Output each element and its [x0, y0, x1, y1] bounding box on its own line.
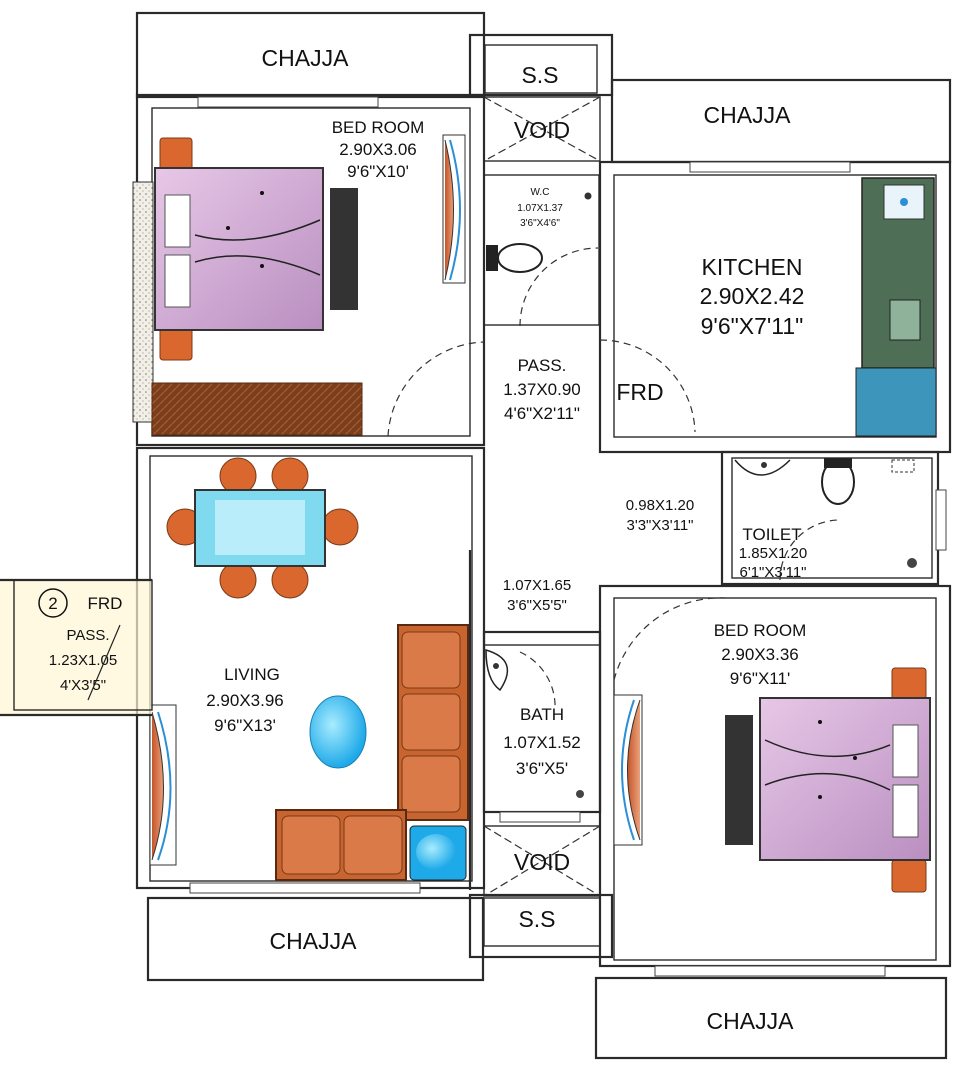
wc-size-ft: 3'6"X4'6": [520, 218, 560, 229]
bedroom-2-label: BED ROOM: [714, 621, 807, 640]
entry: 2 FRD PASS. 1.23X1.05 4'X3'5": [0, 578, 153, 717]
bed-1: [154, 137, 324, 361]
living-size-ft: 9'6"X13': [214, 716, 276, 735]
entry-number-badge: [38, 588, 68, 618]
kitchen-platform: [855, 367, 937, 437]
pass-1-label: PASS.: [518, 356, 567, 375]
entry-pass-label: PASS.: [66, 627, 109, 644]
frd-1-label: FRD: [616, 379, 663, 405]
living-size-m: 2.90X3.96: [206, 691, 284, 710]
ss-top-label: S.S: [521, 62, 558, 88]
toilet-size-ft: 6'1"X3'11": [740, 564, 807, 581]
bedroom-2-size-ft: 9'6"X11': [730, 669, 790, 688]
bath: BATH 1.07X1.52 3'6"X5': [482, 630, 602, 823]
window-kitchen: [689, 161, 851, 173]
bedroom-1-size-m: 2.90X3.06: [339, 140, 417, 159]
kitchen-size-ft: 9'6"X7'11": [701, 313, 804, 339]
entry-size-ft: 4'X3'5": [60, 677, 106, 694]
bedroom-1-size-ft: 9'6"X10': [347, 162, 409, 181]
living-rug: [309, 695, 367, 769]
ss-top: [468, 33, 614, 97]
lobby-size-ft: 3'3"X3'11": [627, 517, 694, 534]
bath-size-m: 1.07X1.52: [503, 733, 581, 752]
entry-size-m: 1.23X1.05: [49, 652, 117, 669]
entry-number: 2: [48, 594, 57, 613]
kitchen-label: KITCHEN: [702, 254, 803, 280]
dining-set: [166, 457, 359, 599]
wardrobe-1: [330, 188, 358, 310]
void-bottom-label: VOID: [514, 849, 570, 875]
sofa: [275, 624, 469, 881]
pass-2-size-m: 1.07X1.65: [503, 577, 571, 594]
toilet-size-m: 1.85X1.20: [739, 545, 807, 562]
chajja-bottom-right-label: CHAJJA: [707, 1008, 795, 1034]
chajja-bottom-left-label: CHAJJA: [270, 928, 358, 954]
chajja-bottom-left: [146, 882, 485, 982]
pass-2-size-ft: 3'6"X5'5": [507, 597, 567, 614]
bath-washbasin-icon: [485, 648, 509, 692]
bed-2: [759, 667, 931, 893]
toilet-label: TOILET: [742, 525, 801, 544]
chajja-bottom-right: [594, 976, 948, 1060]
bedroom-2-size-m: 2.90X3.36: [721, 645, 799, 664]
door-swing-bedroom-1: [387, 341, 485, 437]
door-swing-bedroom-2: [613, 597, 726, 681]
ss-bottom-label: S.S: [518, 906, 555, 932]
toilet: TOILET 1.85X1.20 6'1"X3'11": [720, 450, 947, 586]
wc: W.C 1.07X1.37 3'6"X4'6": [483, 174, 600, 327]
kitchen-size-m: 2.90X2.42: [700, 283, 805, 309]
void-top-label: VOID: [514, 117, 570, 143]
wardrobe-2: [725, 715, 753, 845]
chajja-top-left-label: CHAJJA: [262, 45, 350, 71]
passage-1: PASS. 1.37X0.90 4'6"X2'11" FRD: [503, 339, 696, 433]
window-living: [149, 704, 177, 866]
kitchen: KITCHEN 2.90X2.42 9'6"X7'11": [689, 161, 937, 437]
window-bedroom-1: [442, 134, 466, 284]
living: LIVING 2.90X3.96 9'6"X13': [135, 446, 486, 890]
chajja-top-right-label: CHAJJA: [704, 102, 792, 128]
wc-size-m: 1.07X1.37: [517, 203, 563, 214]
bedroom-1: BED ROOM 2.90X3.06 9'6"X10': [132, 96, 485, 437]
stove-icon: [889, 299, 921, 341]
lobby: 0.98X1.20 3'3"X3'11": [626, 497, 694, 534]
window-bedroom-2: [613, 694, 643, 846]
entry-frd-label: FRD: [88, 594, 123, 613]
lobby-size-m: 0.98X1.20: [626, 497, 694, 514]
bath-size-ft: 3'6"X5': [516, 759, 568, 778]
door-swing-kitchen: [599, 339, 696, 433]
window-bottom-bedroom-2: [654, 965, 886, 977]
bedroom-2: BED ROOM 2.90X3.36 9'6"X11': [598, 584, 952, 977]
living-label: LIVING: [224, 665, 280, 684]
bedroom-1-label: BED ROOM: [332, 118, 425, 137]
window-top-bedroom-1: [197, 96, 379, 108]
bath-label: BATH: [520, 705, 564, 724]
pass-1-size-m: 1.37X0.90: [503, 380, 581, 399]
wc-label: W.C: [531, 187, 550, 198]
pass-1-size-ft: 4'6"X2'11": [504, 404, 580, 423]
